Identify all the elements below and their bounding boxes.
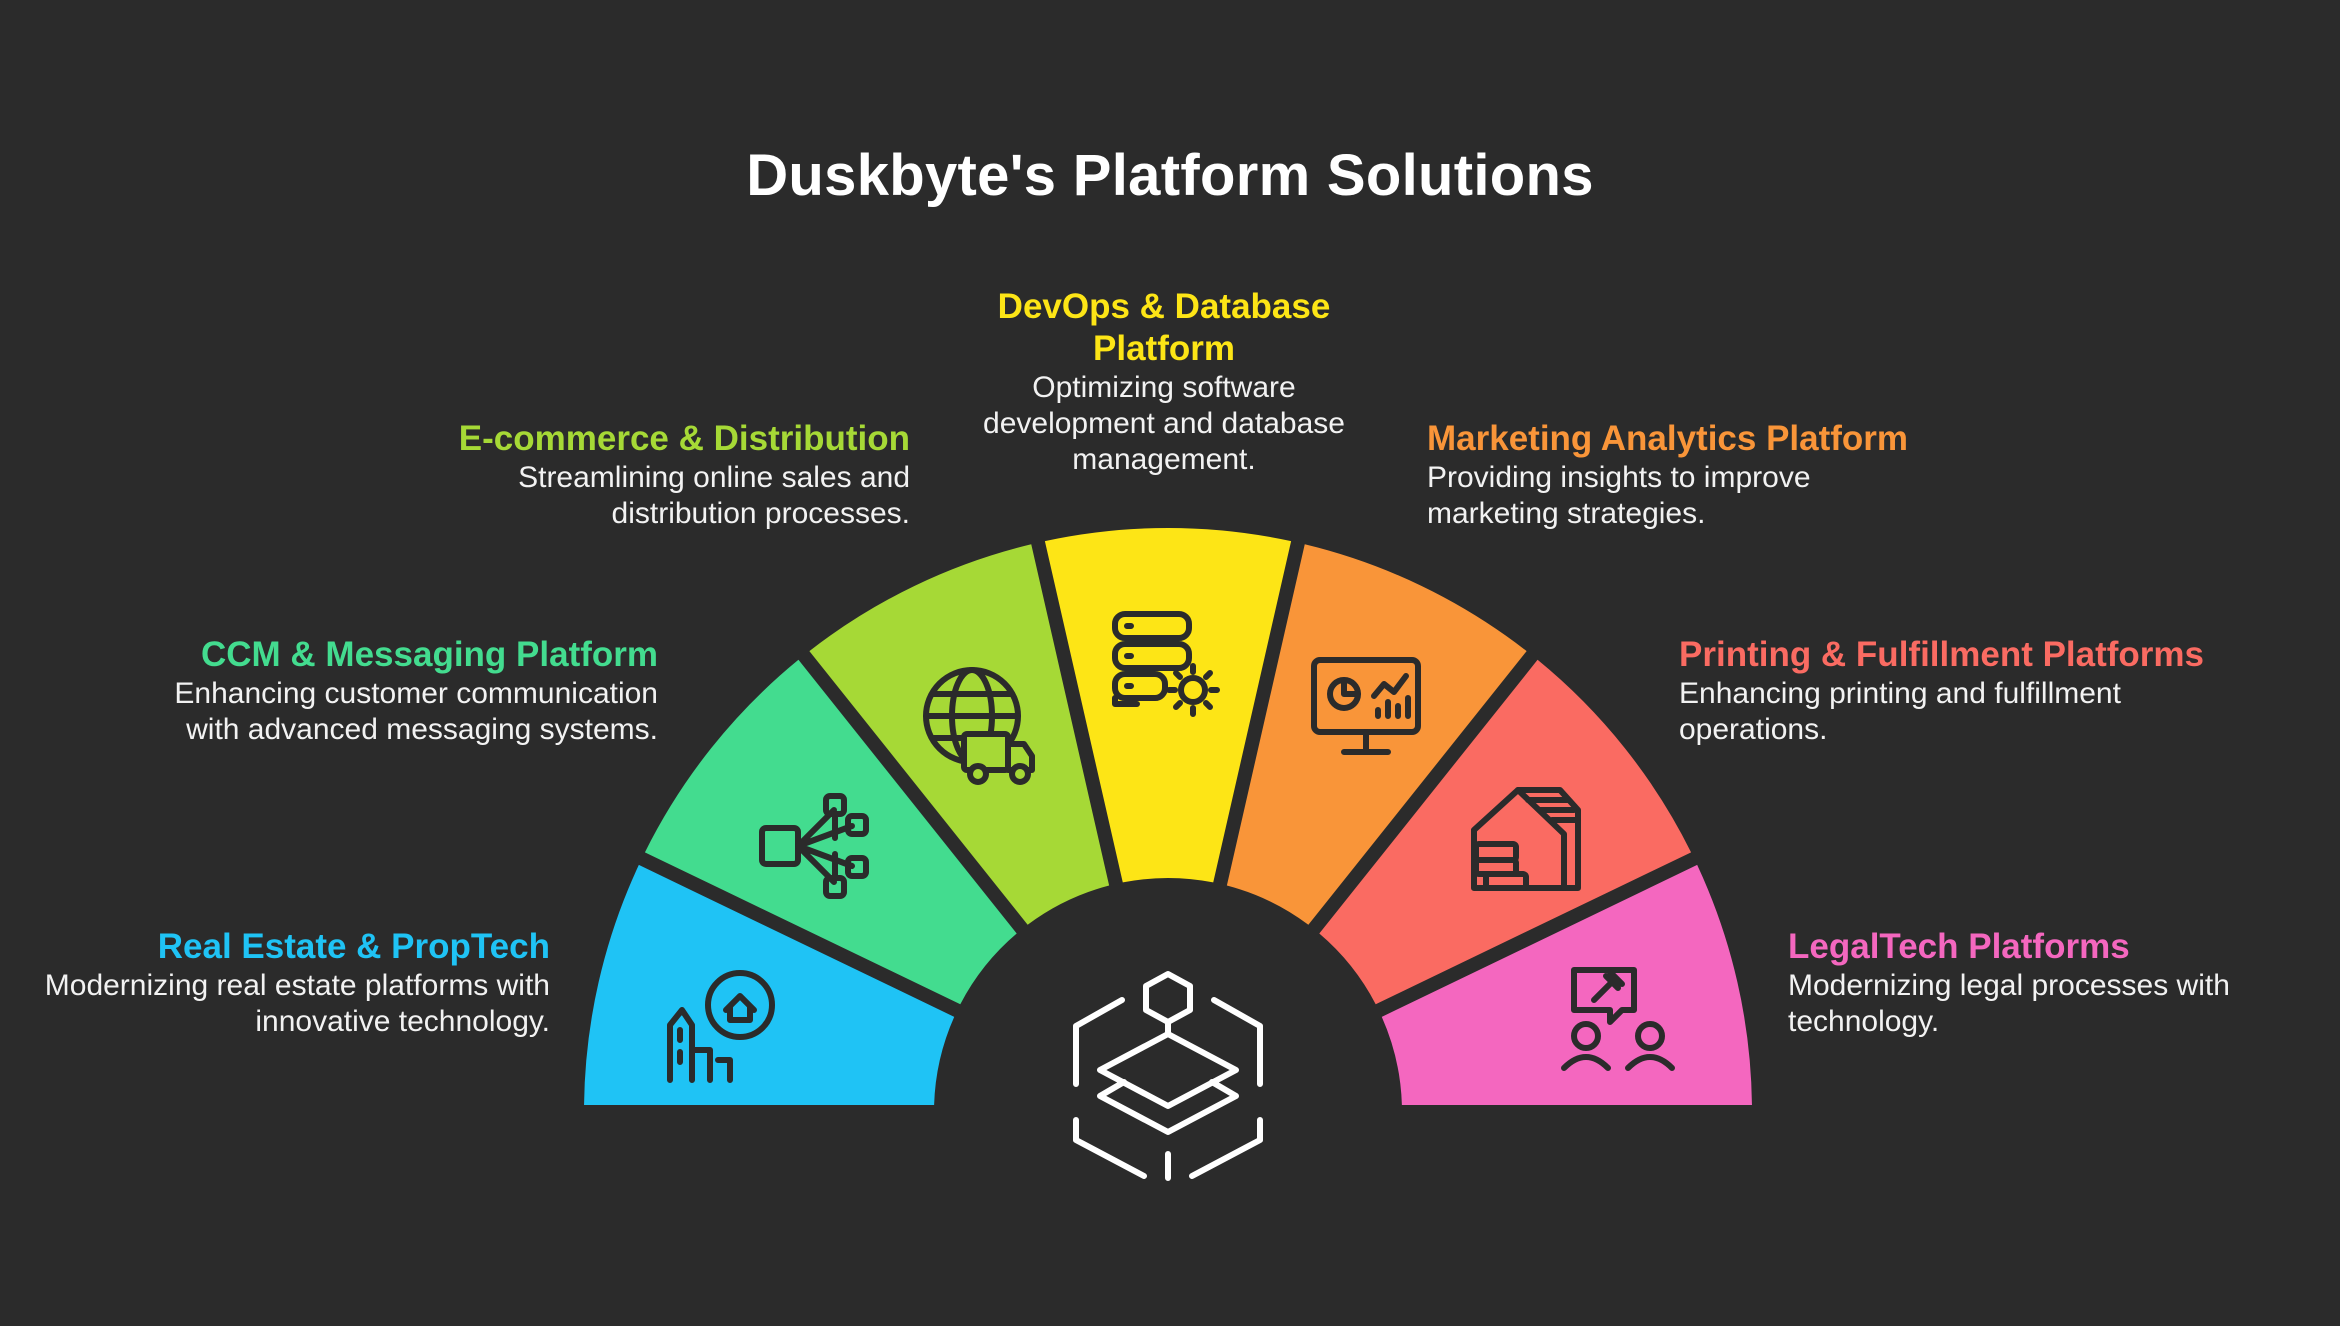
segment-title: LegalTech Platforms	[1788, 927, 2130, 966]
segment-title: Real Estate & PropTech	[157, 927, 550, 966]
segment-description: Providing insights to improve marketing …	[1427, 461, 1811, 530]
platform-layers-icon	[1073, 971, 1263, 1181]
label-marketing: Marketing Analytics Platform Providing i…	[1427, 418, 1947, 532]
segment-description: Modernizing legal processes with technol…	[1788, 969, 2230, 1038]
server-gear-icon	[1112, 611, 1220, 717]
label-ecommerce: E-commerce & Distribution Streamlining o…	[420, 418, 910, 532]
segment-title: Marketing Analytics Platform	[1427, 419, 1909, 458]
segment-title: E-commerce & Distribution	[458, 419, 910, 458]
warehouse-boxes-icon	[1471, 787, 1581, 891]
segment-ecommerce	[809, 544, 1110, 925]
label-legaltech: LegalTech Platforms Modernizing legal pr…	[1788, 926, 2288, 1040]
page-title: Duskbyte's Platform Solutions	[746, 143, 1594, 208]
segment-real-estate	[584, 864, 955, 1106]
segment-description: Enhancing customer communication with ad…	[174, 677, 658, 746]
legal-gavel-people-icon	[1561, 967, 1675, 1071]
segment-title: DevOps & Database Platform	[997, 287, 1331, 368]
segment-description: Enhancing printing and fulfillment opera…	[1679, 677, 2121, 746]
label-real-estate: Real Estate & PropTech Modernizing real …	[40, 926, 550, 1040]
globe-truck-icon	[923, 667, 1035, 785]
segment-description: Optimizing software development and data…	[983, 371, 1345, 476]
segment-description: Streamlining online sales and distributi…	[518, 461, 910, 530]
segment-title: CCM & Messaging Platform	[201, 635, 658, 674]
segment-printing	[1319, 659, 1692, 1005]
label-devops: DevOps & Database Platform Optimizing so…	[962, 286, 1366, 478]
segment-devops	[1044, 528, 1292, 883]
label-ccm: CCM & Messaging Platform Enhancing custo…	[120, 634, 658, 748]
segment-description: Modernizing real estate platforms with i…	[44, 969, 550, 1038]
label-printing: Printing & Fulfillment Platforms Enhanci…	[1679, 634, 2239, 748]
city-home-icon	[667, 970, 775, 1083]
segment-title: Printing & Fulfillment Platforms	[1679, 635, 2205, 674]
network-nodes-icon	[759, 793, 869, 899]
analytics-monitor-icon	[1311, 657, 1421, 755]
